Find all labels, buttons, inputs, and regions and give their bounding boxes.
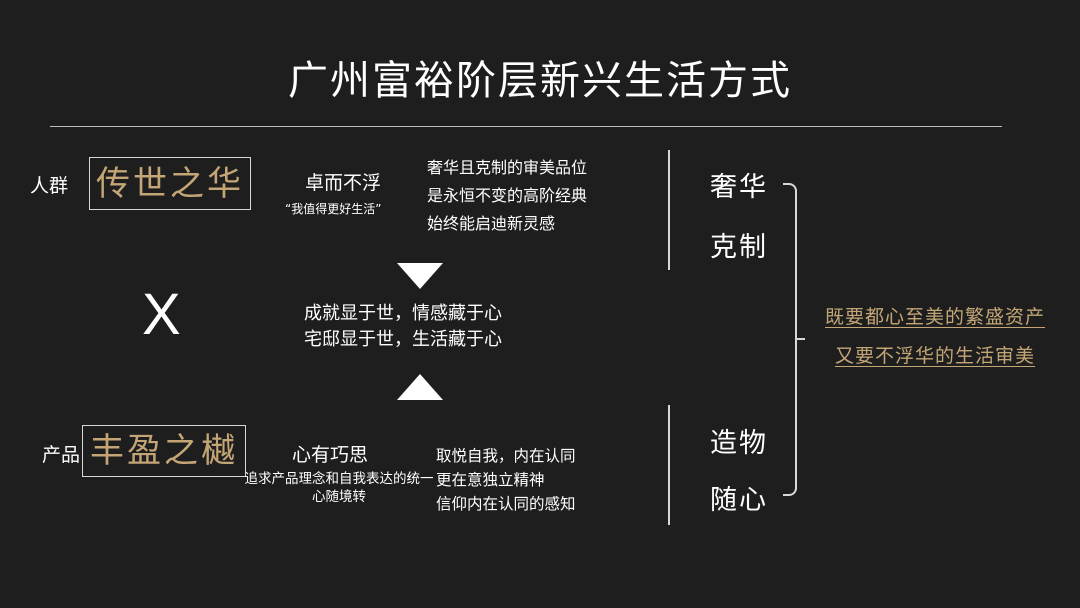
product-phrase: 心有巧思 bbox=[292, 444, 369, 466]
people-label: 人群 bbox=[30, 175, 69, 197]
right-word: 随心 bbox=[710, 485, 768, 516]
product-keyword-box: 丰盈之樾 bbox=[82, 425, 246, 477]
product-description-line: 取悦自我，内在认同 bbox=[436, 447, 576, 465]
people-description-line: 始终能启迪新灵感 bbox=[427, 214, 556, 233]
people-keyword-box: 传世之华 bbox=[89, 157, 251, 210]
product-description-line: 更在意独立精神 bbox=[436, 471, 545, 489]
people-keyword: 传世之华 bbox=[96, 163, 244, 204]
people-phrase: 卓而不浮 bbox=[305, 172, 382, 194]
brace-tip bbox=[795, 338, 805, 340]
people-quote: “我值得更好生活” bbox=[285, 202, 382, 216]
product-description-line: 心随境转 bbox=[312, 489, 366, 505]
cross-symbol: X bbox=[142, 282, 181, 347]
right-word: 克制 bbox=[710, 232, 768, 263]
title-divider bbox=[50, 126, 1002, 127]
down-triangle-icon bbox=[397, 263, 443, 289]
product-description-line: 追求产品理念和自我表达的统一 bbox=[244, 471, 434, 487]
product-description-left: 追求产品理念和自我表达的统一 心随境转 bbox=[243, 470, 435, 506]
page-title: 广州富裕阶层新兴生活方式 bbox=[288, 58, 792, 104]
up-triangle-icon bbox=[397, 374, 443, 400]
conclusion-line: 又要不浮华的生活审美 bbox=[835, 345, 1036, 367]
product-keyword: 丰盈之樾 bbox=[90, 431, 238, 471]
center-line: 宅邸显于世，生活藏于心 bbox=[304, 329, 502, 350]
product-description-right: 取悦自我，内在认同 更在意独立精神 信仰内在认同的感知 bbox=[436, 444, 576, 516]
people-description: 奢华且克制的审美品位 是永恒不变的高阶经典 始终能启迪新灵感 bbox=[427, 154, 587, 238]
vertical-divider-bottom bbox=[668, 405, 670, 525]
center-line: 成就显于世，情感藏于心 bbox=[304, 303, 502, 324]
product-label: 产品 bbox=[42, 444, 81, 466]
right-word: 造物 bbox=[710, 428, 768, 459]
people-description-line: 是永恒不变的高阶经典 bbox=[427, 186, 588, 205]
right-word: 奢华 bbox=[710, 172, 768, 203]
center-statement: 成就显于世，情感藏于心 宅邸显于世，生活藏于心 bbox=[304, 301, 502, 353]
vertical-divider-top bbox=[668, 150, 670, 270]
product-description-line: 信仰内在认同的感知 bbox=[436, 495, 576, 513]
conclusion-line: 既要都心至美的繁盛资产 bbox=[825, 306, 1046, 328]
people-description-line: 奢华且克制的审美品位 bbox=[427, 158, 588, 177]
